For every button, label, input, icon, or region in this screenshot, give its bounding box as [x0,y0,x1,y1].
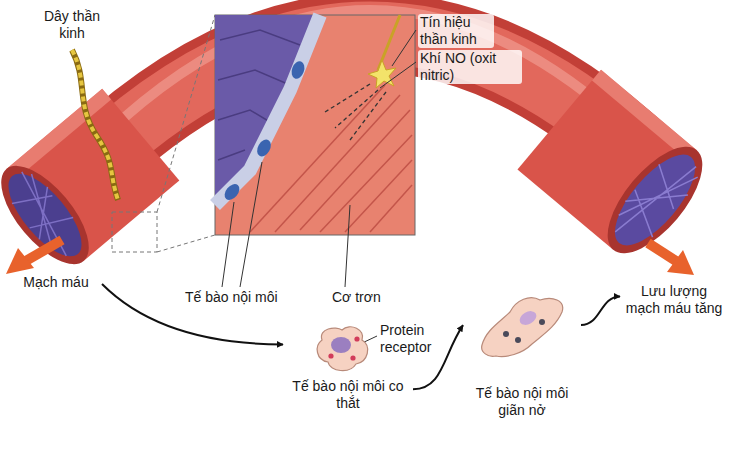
node-text: Lưu lượng mạch máu tăng [622,283,726,317]
process-arrow [102,284,283,344]
cell-box: Tế bào nội môi giãn nở [465,285,579,419]
part-label: Protein receptor [378,322,444,356]
flow-arrow [6,240,694,275]
node-text: Tế bào nội môi co thắt [285,378,411,412]
zoom-guides [112,15,215,252]
tissue-inset [215,15,415,235]
node-text: Tế bào nội môi giãn nở [465,385,579,419]
signal-label: Tín hiệu thần kinh [418,14,494,48]
result-box: Lưu lượng mạch máu tăng [622,283,726,317]
part-label: Dây thần kinh [38,8,106,42]
right-vessel [517,70,719,269]
process-arrow [581,296,620,325]
dilated-cell [482,298,563,357]
vessel-label-box: Mạch máu [12,274,100,291]
part-label: Cơ trơn [330,289,383,306]
contracted-cell [317,327,367,371]
part-label: Tế bào nội môi [183,289,280,306]
gas-label: Khí NO (oxit nitric) [418,50,522,84]
node-text: Mạch máu [12,274,100,291]
nerve-fiber [72,50,118,200]
